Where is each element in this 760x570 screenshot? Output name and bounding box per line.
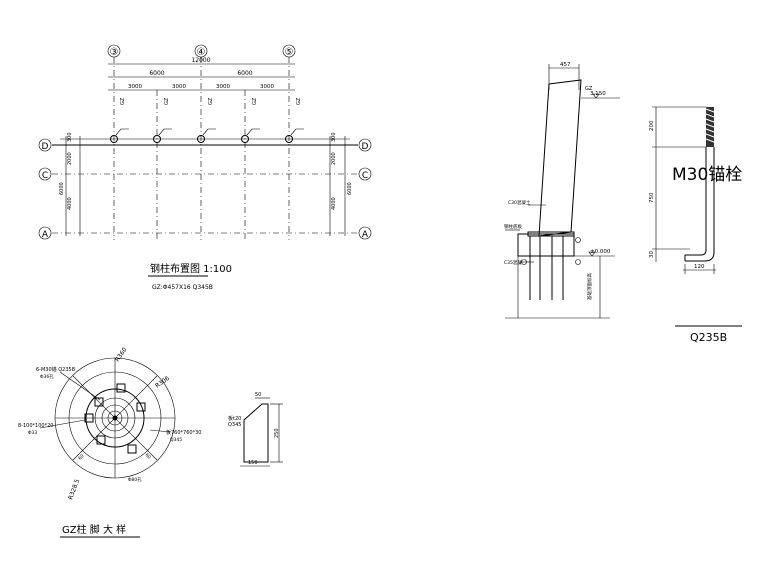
bolt-label: M30锚栓 (672, 165, 742, 185)
bolt-note: 6-M30锚 Q235B (36, 366, 76, 373)
axis-label-a-right: A (362, 230, 369, 240)
axis-bubble-c-right (358, 167, 372, 181)
stiff-dim-50: 50 (255, 392, 261, 398)
ring-note: Φ80孔 (128, 476, 142, 483)
plan-title: 钢柱布置图 1:100 (150, 262, 232, 275)
bolt-hole-note: Φ36孔 (40, 373, 54, 380)
dim-left-2000: 2000 (67, 152, 73, 165)
stiff-label: 板t20 (228, 415, 241, 422)
gz-tag-4: GZ (252, 97, 258, 105)
dim-quarter-2: 3000 (172, 84, 186, 90)
dim-quarter-3: 3000 (216, 84, 230, 90)
anchor-bolt-detail: 200 750 30 120 M30锚栓 Q235B (649, 106, 742, 344)
dim-right-300: 300 (331, 132, 337, 142)
axis-bubble-c-left (38, 167, 52, 181)
elev-top: 3.150 (590, 91, 606, 97)
stiff-sub: Q345 (228, 422, 241, 428)
axis-bubble-a-left (38, 226, 52, 240)
plan-note: GZ:Φ457X16 Q345B (152, 284, 213, 291)
axis-label-a-left: A (42, 230, 49, 240)
dim-quarter-1: 3000 (128, 84, 142, 90)
dim-right-2000: 2000 (331, 152, 337, 165)
dim-half-2: 6000 (237, 70, 252, 77)
dim-left-4000: 4000 (67, 197, 73, 210)
axis-label-d-right: D (362, 142, 369, 152)
section-gz-tag: GZ (585, 86, 593, 92)
column-plan: ③ ④ ⑤ 12000 6000 6000 3000 3000 3000 300… (38, 44, 372, 291)
bolt-dim-30: 30 (649, 251, 655, 258)
dim-right-4000: 4000 (331, 197, 337, 210)
axis-label-5: ⑤ (285, 47, 294, 58)
dim-total: 12000 (191, 57, 210, 64)
bolt-dim-120: 120 (694, 264, 705, 270)
elev-zero: ±0.000 (590, 249, 611, 255)
axis-label-c-left: C (42, 171, 48, 181)
axis-label-3: ③ (110, 47, 119, 58)
section-dim-457: 457 (560, 62, 571, 68)
label-foundation-top: 基础顶面标高 (586, 273, 593, 300)
stiff-plate-note: 8-100*100*20 (18, 423, 53, 429)
bolt-dim-750: 750 (649, 192, 655, 203)
stiffener-detail: 50 250 150 板t20 Q345 (228, 392, 283, 467)
radius-306: R306 (154, 375, 171, 390)
gz-tag-2: GZ (164, 97, 170, 105)
bolt-material: Q235B (690, 331, 727, 344)
radius-360: R360 (114, 346, 129, 363)
dim-half-1: 6000 (149, 70, 164, 77)
axis-bubble-d-right (358, 138, 372, 152)
gz-tag-5: GZ (296, 97, 302, 105)
dim-60-a: 60 (77, 453, 85, 461)
base-title: GZ柱 脚 大 样 (62, 523, 126, 536)
axis-label-4: ④ (197, 47, 206, 58)
dim-right-6000: 6000 (347, 182, 353, 195)
stiff-dim-250: 250 (274, 428, 280, 438)
dim-60-b: 60 (144, 452, 152, 460)
base-plate-sub: Q345 (170, 437, 182, 443)
label-fill: C30混凝土 (508, 199, 531, 206)
dim-left-300: 300 (67, 132, 73, 142)
stiff-plate-sub: Φ33 (28, 430, 37, 436)
dim-quarter-4: 3000 (260, 84, 274, 90)
base-plate-note: 板760*760*30 (166, 429, 201, 436)
stiff-dim-150: 150 (248, 460, 258, 466)
bolt-dim-200: 200 (649, 120, 655, 131)
label-base-concrete: C35混凝 (504, 259, 522, 266)
column-markers (110, 128, 304, 143)
axis-label-c-right: C (362, 171, 368, 181)
base-plate-detail: R360 R306 R328.5 6-M30锚 Q235B Φ36孔 8-100… (18, 346, 201, 538)
dim-left-6000: 6000 (59, 182, 65, 195)
bolt-holes (84, 383, 146, 454)
axis-bubble-a-right (358, 226, 372, 240)
gz-tag-3: GZ (208, 97, 214, 105)
axis-label-d-left: D (42, 142, 49, 152)
bolt-thread (706, 107, 714, 147)
label-base-plate: 钢柱底板 (504, 223, 522, 230)
radius-328: R328.5 (67, 478, 81, 501)
gz-tag-1: GZ (120, 97, 126, 105)
axis-bubble-d-left (38, 138, 52, 152)
column-section: 457 GZ 3.150 C30混凝土 钢柱底板 C35混凝 ±0.000 (504, 62, 620, 319)
